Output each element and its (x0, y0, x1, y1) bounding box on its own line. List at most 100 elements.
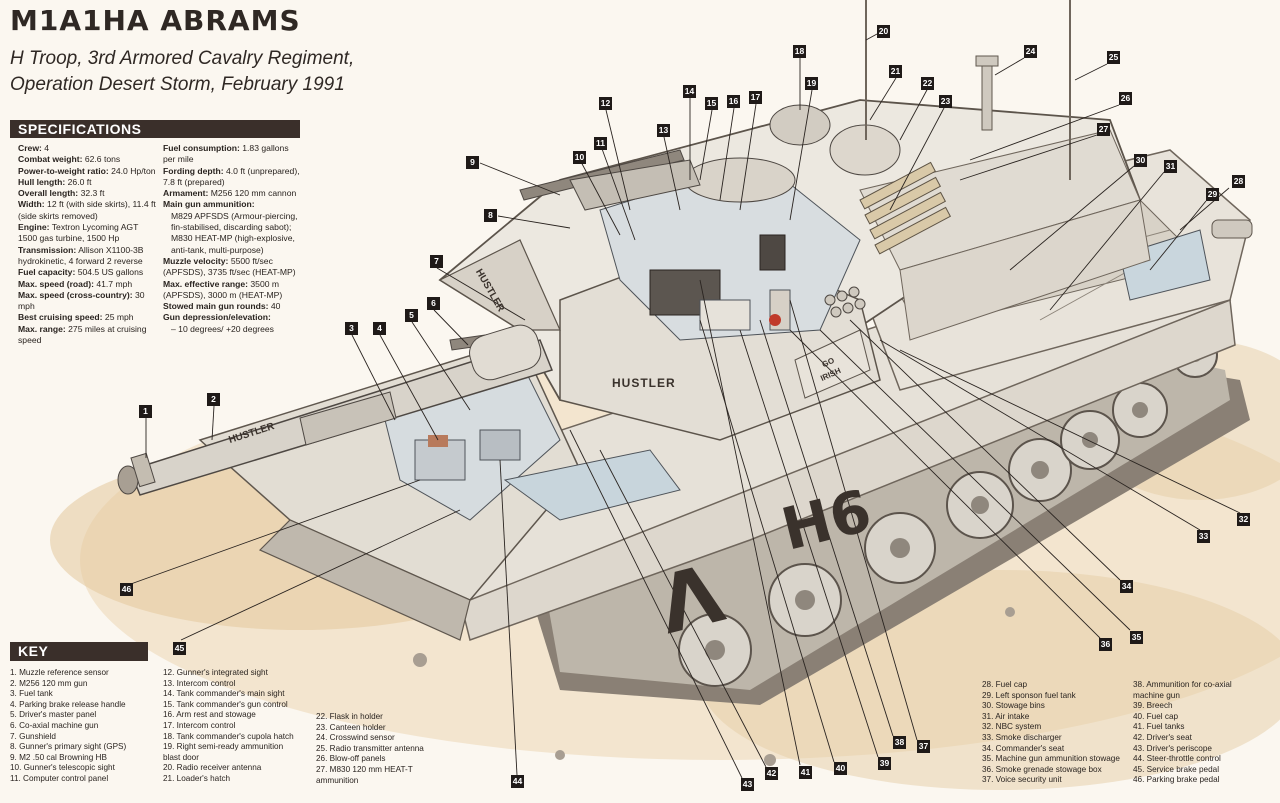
spec-item: Power-to-weight ratio: 24.0 Hp/ton (18, 166, 158, 177)
key-item: 8. Gunner's primary sight (GPS) (10, 742, 127, 752)
callout-23: 23 (939, 95, 952, 108)
callout-16: 16 (727, 95, 740, 108)
callout-25: 25 (1107, 51, 1120, 64)
callout-38: 38 (893, 736, 906, 749)
callout-9: 9 (466, 156, 479, 169)
spec-label: Transmission: (18, 244, 77, 255)
key-heading: KEY (10, 642, 148, 661)
key-item: 41. Fuel tanks (1133, 722, 1185, 732)
key-item: ammunition (316, 775, 359, 785)
spec-label: Muzzle velocity: (163, 255, 229, 266)
spec-item: Max. speed (road): 41.7 mph (18, 279, 158, 290)
callout-46: 46 (120, 583, 133, 596)
spec-item: – 10 degrees/ +20 degrees (163, 324, 303, 335)
callout-14: 14 (683, 85, 696, 98)
key-item: 19. Right semi-ready ammunition (163, 742, 284, 752)
spec-label: Armament: (163, 188, 209, 199)
spec-item: Overall length: 32.3 ft (18, 188, 158, 199)
callout-5: 5 (405, 309, 418, 322)
spec-label: Stowed main gun rounds: (163, 301, 269, 312)
callout-leader-lines (127, 33, 1241, 779)
main-gun (117, 324, 553, 496)
key-item: 2. M256 120 mm gun (10, 678, 88, 688)
callout-18: 18 (793, 45, 806, 58)
spec-item: Max. effective range: 3500 m (APFSDS), 3… (163, 279, 303, 302)
spec-label: Main gun ammunition: (163, 199, 255, 210)
spec-label: Crew: (18, 143, 42, 153)
key-item: 7. Gunshield (10, 731, 56, 741)
callout-43: 43 (741, 778, 754, 791)
spec-label: Engine: (18, 222, 50, 233)
spec-value: M256 120 mm cannon (210, 188, 297, 199)
callout-4: 4 (373, 322, 386, 335)
spec-value: 62.6 tons (84, 154, 121, 165)
key-item: blast door (163, 752, 199, 762)
key-item: 28. Fuel cap (982, 680, 1028, 689)
callout-24: 24 (1024, 45, 1037, 58)
key-item: 30. Stowage bins (982, 701, 1045, 711)
key-item: 16. Arm rest and stowage (163, 710, 256, 720)
key-item: 35. Machine gun ammunition stowage (982, 754, 1120, 764)
spec-label: Max. effective range: (163, 278, 249, 289)
spec-label: Hull length: (18, 176, 66, 187)
key-item: 43. Driver's periscope (1133, 743, 1212, 753)
callout-40: 40 (834, 762, 847, 775)
subtitle-unit: H Troop, 3rd Armored Cavalry Regiment, (10, 48, 355, 69)
spec-item: Hull length: 26.0 ft (18, 177, 158, 188)
key-item: 14. Tank commander's main sight (163, 689, 285, 699)
spec-label: Width: (18, 199, 45, 210)
spec-value: 5500 ft/sec (APFSDS), 3735 ft/sec (HEAT-… (163, 255, 296, 278)
callout-6: 6 (427, 297, 440, 310)
key-item: 22. Flask in holder (316, 712, 383, 721)
key-item: 39. Breech (1133, 701, 1173, 711)
spec-label: Overall length: (18, 188, 79, 199)
callout-8: 8 (484, 209, 497, 222)
callout-37: 37 (917, 740, 930, 753)
callout-22: 22 (921, 77, 934, 90)
spec-label: Fuel capacity: (18, 267, 76, 278)
spec-value: 32.3 ft (80, 188, 105, 199)
callout-17: 17 (749, 91, 762, 104)
callout-3: 3 (345, 322, 358, 335)
spec-value: 12 ft (with side skirts), 11.4 ft (side … (18, 199, 156, 221)
spec-item: Engine: Textron Lycoming AGT 1500 gas tu… (18, 222, 158, 245)
callout-29: 29 (1206, 188, 1219, 201)
callout-31: 31 (1164, 160, 1177, 173)
turret-marking-hustler: HUSTLER (612, 376, 676, 390)
spec-value: 41.7 mph (96, 278, 133, 289)
key-item: 29. Left sponson fuel tank (982, 690, 1076, 700)
key-item: 44. Steer-throttle control (1133, 754, 1221, 764)
key-item: 46. Parking brake pedal (1133, 775, 1220, 785)
spec-value: M829 APFSDS (Armour-piercing, fin-stabil… (171, 210, 298, 233)
key-item: 1. Muzzle reference sensor (10, 668, 109, 677)
spec-value: 24.0 Hp/ton (111, 165, 156, 176)
key-item: 33. Smoke discharger (982, 732, 1062, 742)
key-item: 3. Fuel tank (10, 689, 53, 699)
callout-30: 30 (1134, 154, 1147, 167)
key-item: 45. Service brake pedal (1133, 764, 1220, 774)
callout-28: 28 (1232, 175, 1245, 188)
key-item: 27. M830 120 mm HEAT-T (316, 764, 413, 774)
spec-item: Max. speed (cross-country): 30 mph (18, 290, 158, 313)
spec-value: 30 mph (18, 289, 145, 312)
key-item: 32. NBC system (982, 722, 1042, 732)
spec-label: Best cruising speed: (18, 312, 103, 323)
spec-label: Fording depth: (163, 165, 224, 176)
key-item: 25. Radio transmitter antenna (316, 743, 424, 753)
key-item: 15. Tank commander's gun control (163, 699, 288, 709)
callout-10: 10 (573, 151, 586, 164)
key-item: 23. Canteen holder (316, 722, 386, 732)
key-item: machine gun (1133, 690, 1180, 700)
callout-39: 39 (878, 757, 891, 770)
callout-35: 35 (1130, 631, 1143, 644)
spec-item: Fuel capacity: 504.5 US gallons (18, 267, 158, 278)
spec-value: 4.0 ft (unprepared), 7.8 ft (prepared) (163, 165, 300, 187)
callout-42: 42 (765, 767, 778, 780)
